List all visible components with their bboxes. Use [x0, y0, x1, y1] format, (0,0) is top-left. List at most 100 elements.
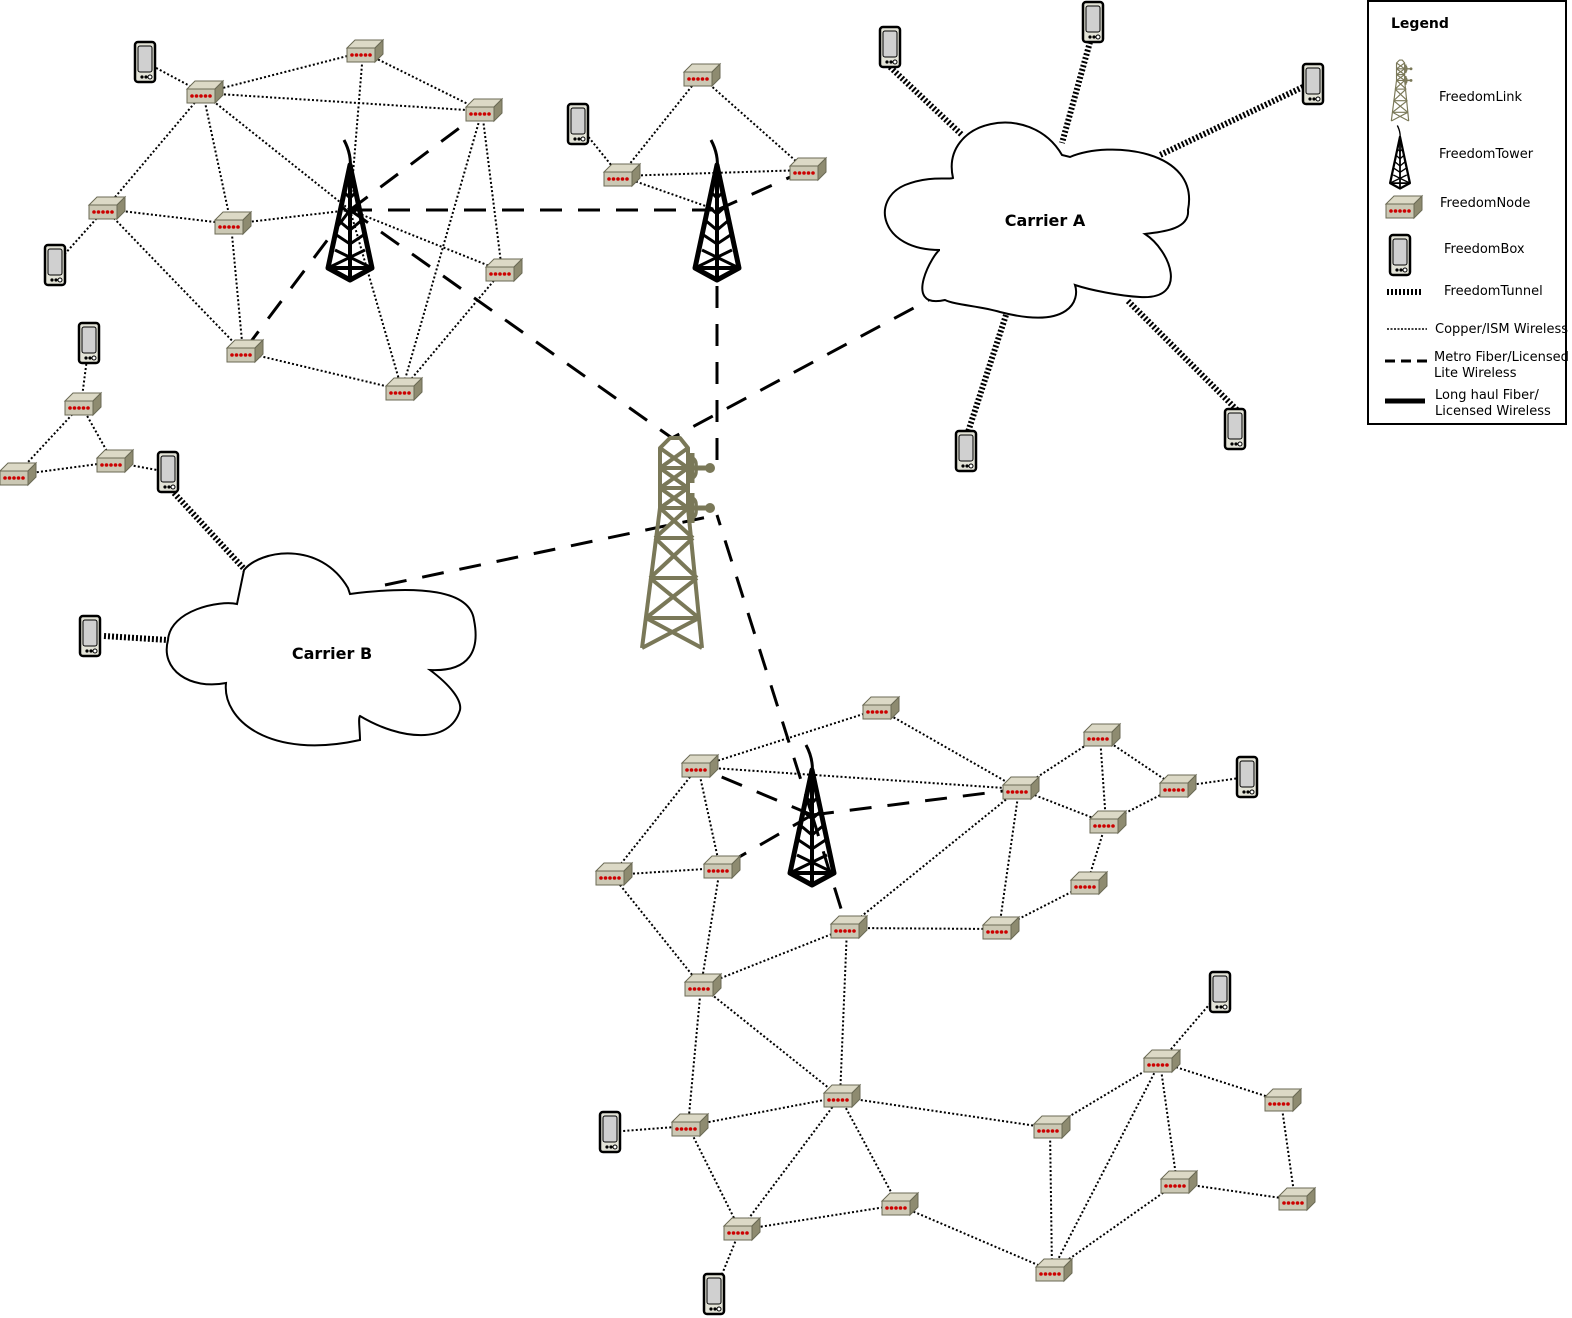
freedom-node-icon[interactable]: [88, 196, 126, 220]
copper-link: [202, 92, 232, 225]
freedom-box-icon[interactable]: [78, 614, 102, 658]
freedom-node-icon[interactable]: [1278, 1187, 1316, 1211]
legend-title: Legend: [1391, 16, 1449, 32]
legend-label: Copper/ISM Wireless: [1435, 322, 1569, 337]
copper-link: [839, 927, 848, 1098]
freedom-node-icon[interactable]: [703, 855, 741, 879]
copper-link: [619, 75, 701, 177]
freedom-node-icon[interactable]: [862, 696, 900, 720]
carrier-a-cloud[interactable]: [883, 121, 1191, 319]
freedom-node-icon[interactable]: [1089, 810, 1127, 834]
freedom-node-icon[interactable]: [485, 258, 523, 282]
legend-label: Licensed Wireless: [1435, 404, 1551, 419]
freedom-node-icon[interactable]: [603, 163, 641, 187]
freedom-box-icon[interactable]: [1301, 62, 1325, 106]
freedom-node-icon[interactable]: [823, 1084, 861, 1108]
freedom-node-icon[interactable]: [1159, 774, 1197, 798]
freedom-box-icon[interactable]: [954, 429, 978, 473]
freedom-box-icon[interactable]: [1223, 407, 1247, 451]
copper-link: [878, 708, 1020, 790]
freedom-node-icon[interactable]: [385, 377, 423, 401]
copper-link: [611, 874, 702, 987]
freedom-node-icon[interactable]: [723, 1217, 761, 1241]
copper-link: [699, 75, 807, 171]
freedom-tunnel: [1158, 84, 1305, 158]
freedom-box-icon[interactable]: [566, 102, 590, 146]
freedom-node-icon[interactable]: [1002, 776, 1040, 800]
copper-link: [1280, 1100, 1296, 1201]
freedom-node-icon[interactable]: [595, 862, 633, 886]
copper-link: [998, 788, 1020, 930]
copper-link: [687, 1096, 841, 1127]
freedom-node-icon[interactable]: [789, 157, 827, 181]
copper-link: [104, 208, 232, 225]
freedom-node-icon[interactable]: [346, 39, 384, 63]
copper-link: [1018, 788, 1107, 824]
copper-link: [401, 110, 483, 391]
metro-link: [241, 209, 352, 353]
metro-link: [384, 513, 718, 587]
copper-link: [362, 51, 483, 112]
copper-link: [697, 766, 721, 869]
freedom-node-icon[interactable]: [465, 98, 503, 122]
freedom-node-icon[interactable]: [830, 915, 868, 939]
freedom-node-icon[interactable]: [1070, 871, 1108, 895]
freedom-node-icon[interactable]: [96, 449, 134, 473]
freedom-box-icon[interactable]: [1081, 0, 1105, 44]
legend-label: FreedomBox: [1444, 242, 1525, 257]
freedom-node-icon[interactable]: [0, 462, 37, 486]
freedom-box-icon[interactable]: [598, 1110, 622, 1154]
freedom-node-icon[interactable]: [226, 339, 264, 363]
metro-link: [715, 514, 814, 816]
freedom-node-icon[interactable]: [1264, 1088, 1302, 1112]
freedom-box-icon[interactable]: [1208, 970, 1232, 1014]
freedom-box-icon[interactable]: [1235, 755, 1259, 799]
freedom-tunnel: [887, 64, 965, 138]
freedom-node-icon[interactable]: [186, 80, 224, 104]
copper-link: [1159, 1061, 1282, 1102]
copper-link: [739, 1204, 899, 1231]
freedom-node-icon[interactable]: [214, 211, 252, 235]
freedom-box-icon[interactable]: [43, 243, 67, 287]
freedom-node-icon[interactable]: [684, 973, 722, 997]
freedom-box-icon: [1388, 233, 1412, 277]
copper-link: [611, 766, 699, 876]
copper-link: [846, 788, 1020, 929]
freedom-node-icon[interactable]: [1160, 1170, 1198, 1194]
carrier-a-label: Carrier A: [1005, 211, 1086, 230]
freedom-tower-icon: [1388, 124, 1412, 190]
copper-link: [1051, 1061, 1161, 1272]
copper-link: [481, 110, 503, 272]
freedom-link-icon: [1390, 59, 1413, 122]
freedom-node-icon: [1385, 195, 1423, 219]
freedom-node-icon[interactable]: [881, 1192, 919, 1216]
copper-link: [104, 208, 244, 353]
freedom-box-icon[interactable]: [77, 321, 101, 365]
carrier-b-cloud[interactable]: [165, 552, 477, 747]
metro-link: [671, 288, 948, 440]
freedom-link-icon[interactable]: [642, 438, 713, 648]
freedom-node-icon[interactable]: [683, 63, 721, 87]
freedom-box-icon[interactable]: [878, 25, 902, 69]
freedom-tunnel-line-icon: [1387, 289, 1421, 295]
freedom-node-icon[interactable]: [982, 916, 1020, 940]
freedom-node-icon[interactable]: [64, 392, 102, 416]
freedom-node-icon[interactable]: [681, 754, 719, 778]
copper-link: [1175, 776, 1248, 788]
copper-link: [700, 867, 721, 987]
copper-link: [697, 766, 1020, 790]
freedom-box-icon[interactable]: [156, 450, 180, 494]
legend-label: FreedomNode: [1440, 196, 1531, 211]
metro-line-icon: [1385, 359, 1427, 363]
freedom-node-icon[interactable]: [1035, 1258, 1073, 1282]
freedom-node-icon[interactable]: [1083, 723, 1121, 747]
metro-link: [811, 787, 1020, 817]
freedom-node-icon[interactable]: [1033, 1115, 1071, 1139]
copper-link: [230, 223, 244, 353]
freedom-tunnel: [103, 633, 169, 643]
copper-link: [1159, 1061, 1178, 1184]
freedom-node-icon[interactable]: [1143, 1049, 1181, 1073]
freedom-box-icon[interactable]: [702, 1272, 726, 1316]
freedom-node-icon[interactable]: [671, 1113, 709, 1137]
freedom-box-icon[interactable]: [133, 40, 157, 84]
